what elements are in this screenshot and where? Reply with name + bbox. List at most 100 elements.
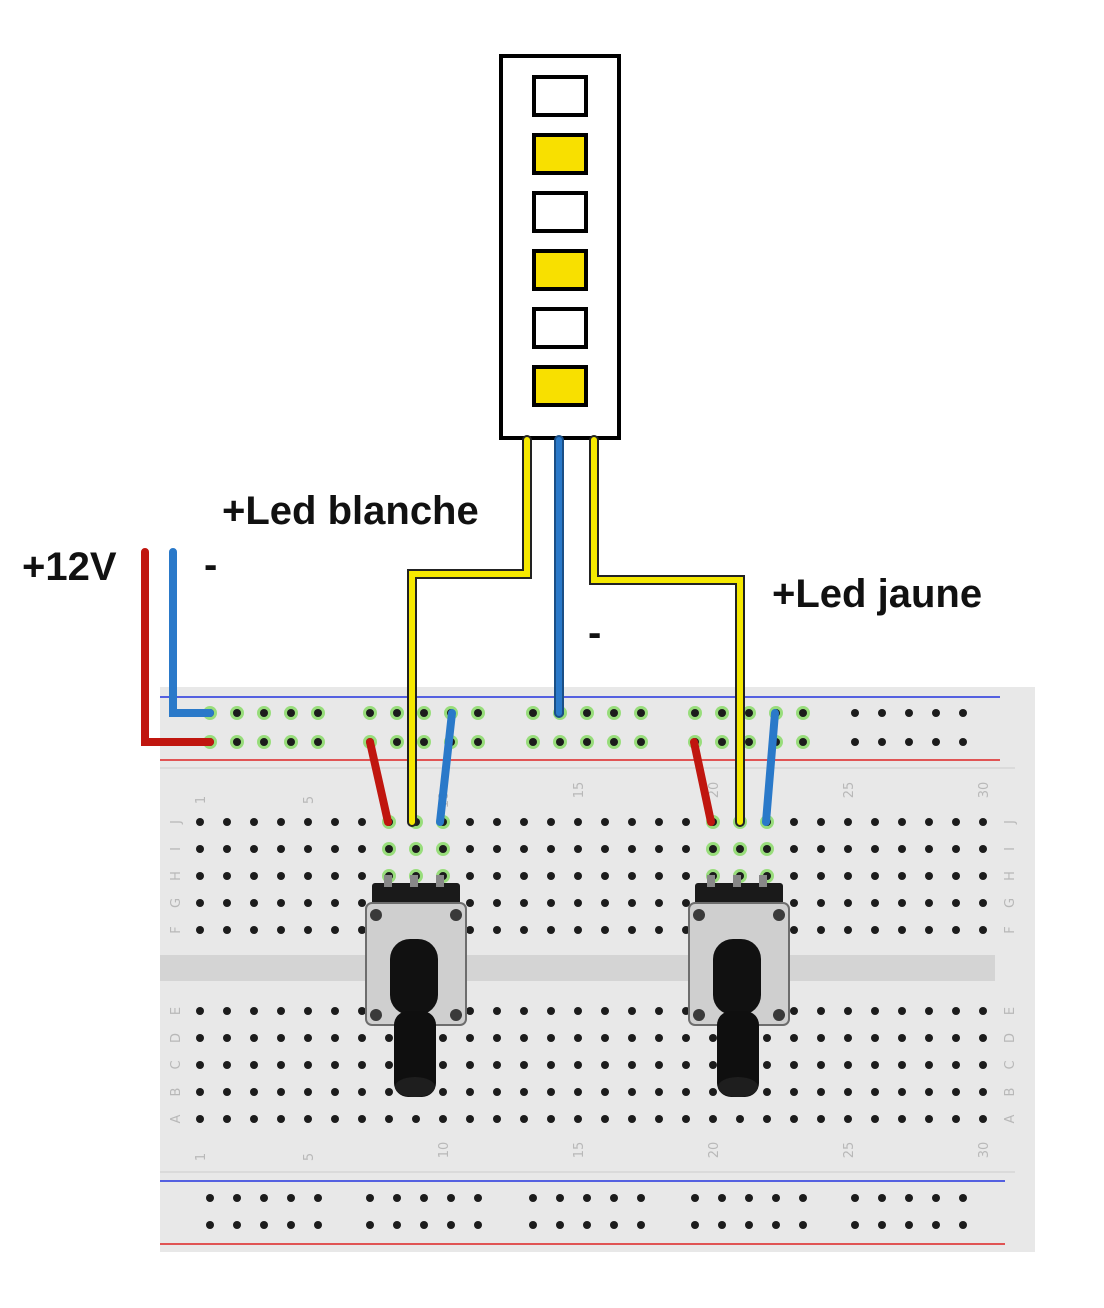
breadboard-hole xyxy=(260,1194,268,1202)
breadboard-hole xyxy=(637,709,645,717)
breadboard-hole xyxy=(529,1221,537,1229)
breadboard-hole xyxy=(959,709,967,717)
breadboard-hole xyxy=(905,709,913,717)
breadboard-hole xyxy=(223,818,231,826)
row-letter: J xyxy=(1003,820,1018,825)
breadboard-hole xyxy=(952,899,960,907)
breadboard-hole xyxy=(556,1221,564,1229)
breadboard-hole xyxy=(655,1061,663,1069)
breadboard-hole xyxy=(905,1221,913,1229)
pot-pin xyxy=(384,875,392,887)
breadboard-hole xyxy=(358,845,366,853)
breadboard-hole xyxy=(393,1194,401,1202)
row-letter: G xyxy=(1003,898,1018,908)
breadboard-hole xyxy=(314,1194,322,1202)
wire-led-white-core xyxy=(409,437,530,825)
breadboard-hole xyxy=(439,1088,447,1096)
breadboard-hole xyxy=(718,738,726,746)
breadboard-hole xyxy=(223,1115,231,1123)
breadboard-hole xyxy=(358,1088,366,1096)
breadboard-hole xyxy=(223,1007,231,1015)
led-white xyxy=(532,75,588,117)
breadboard-hole xyxy=(952,1061,960,1069)
breadboard-hole xyxy=(655,926,663,934)
breadboard-hole xyxy=(547,818,555,826)
breadboard-hole xyxy=(736,845,744,853)
breadboard-hole xyxy=(206,1221,214,1229)
row-letters-right: J I H G F E D C B A xyxy=(1003,820,1018,1123)
breadboard-hole xyxy=(925,1115,933,1123)
breadboard-hole xyxy=(763,845,771,853)
breadboard-hole xyxy=(277,872,285,880)
breadboard-hole xyxy=(196,845,204,853)
pot-knob-end xyxy=(718,1077,758,1097)
breadboard-hole xyxy=(331,845,339,853)
breadboard-hole xyxy=(583,709,591,717)
breadboard-hole xyxy=(493,1061,501,1069)
breadboard-hole xyxy=(223,926,231,934)
breadboard-hole xyxy=(959,1194,967,1202)
breadboard-hole xyxy=(682,1088,690,1096)
breadboard-hole xyxy=(439,1061,447,1069)
breadboard-hole xyxy=(493,926,501,934)
breadboard-hole xyxy=(304,845,312,853)
breadboard-hole xyxy=(260,709,268,717)
breadboard-hole xyxy=(250,818,258,826)
breadboard-hole xyxy=(277,1115,285,1123)
breadboard-hole xyxy=(844,872,852,880)
column-number: 15 xyxy=(572,1142,587,1159)
breadboard-hole xyxy=(574,872,582,880)
breadboard-hole xyxy=(844,1007,852,1015)
breadboard-hole xyxy=(898,845,906,853)
wire-pot1-blue xyxy=(436,709,456,826)
breadboard-hole xyxy=(439,1115,447,1123)
breadboard-hole xyxy=(574,926,582,934)
wire-pot1-red xyxy=(366,738,392,826)
pot-screw xyxy=(370,1009,382,1021)
breadboard-hole xyxy=(799,1194,807,1202)
breadboard-hole xyxy=(304,1007,312,1015)
breadboard-hole xyxy=(905,738,913,746)
breadboard-hole xyxy=(233,1194,241,1202)
breadboard-hole xyxy=(556,738,564,746)
breadboard-hole xyxy=(331,818,339,826)
breadboard-hole xyxy=(682,899,690,907)
pot-knob xyxy=(717,1011,759,1097)
breadboard-hole xyxy=(520,926,528,934)
breadboard-hole xyxy=(682,1115,690,1123)
breadboard-hole xyxy=(447,1194,455,1202)
breadboard-hole xyxy=(601,872,609,880)
breadboard-hole xyxy=(233,738,241,746)
breadboard-hole xyxy=(851,1221,859,1229)
pot-pin xyxy=(733,875,741,887)
breadboard-hole xyxy=(493,1115,501,1123)
breadboard-hole xyxy=(574,1034,582,1042)
breadboard-hole xyxy=(250,1007,258,1015)
pot-screw xyxy=(370,909,382,921)
breadboard-hole xyxy=(250,872,258,880)
breadboard-hole xyxy=(844,926,852,934)
breadboard-hole xyxy=(979,872,987,880)
breadboard-hole xyxy=(763,1088,771,1096)
breadboard-hole xyxy=(925,1034,933,1042)
breadboard-hole xyxy=(574,1088,582,1096)
breadboard-hole xyxy=(628,1088,636,1096)
breadboard-hole xyxy=(610,738,618,746)
column-number: 30 xyxy=(977,1142,992,1159)
breadboard-hole xyxy=(610,1221,618,1229)
breadboard-hole xyxy=(925,818,933,826)
pot-screw xyxy=(693,1009,705,1021)
breadboard-hole xyxy=(871,1034,879,1042)
breadboard-hole xyxy=(304,1088,312,1096)
breadboard-hole xyxy=(601,818,609,826)
breadboard-hole xyxy=(358,1007,366,1015)
breadboard-hole xyxy=(682,872,690,880)
breadboard-hole xyxy=(655,1115,663,1123)
pot-screw xyxy=(450,1009,462,1021)
breadboard-hole xyxy=(520,1007,528,1015)
breadboard-hole xyxy=(878,1221,886,1229)
breadboard-hole xyxy=(898,872,906,880)
breadboard-hole xyxy=(250,899,258,907)
breadboard-hole xyxy=(529,738,537,746)
led-strip xyxy=(499,54,621,440)
